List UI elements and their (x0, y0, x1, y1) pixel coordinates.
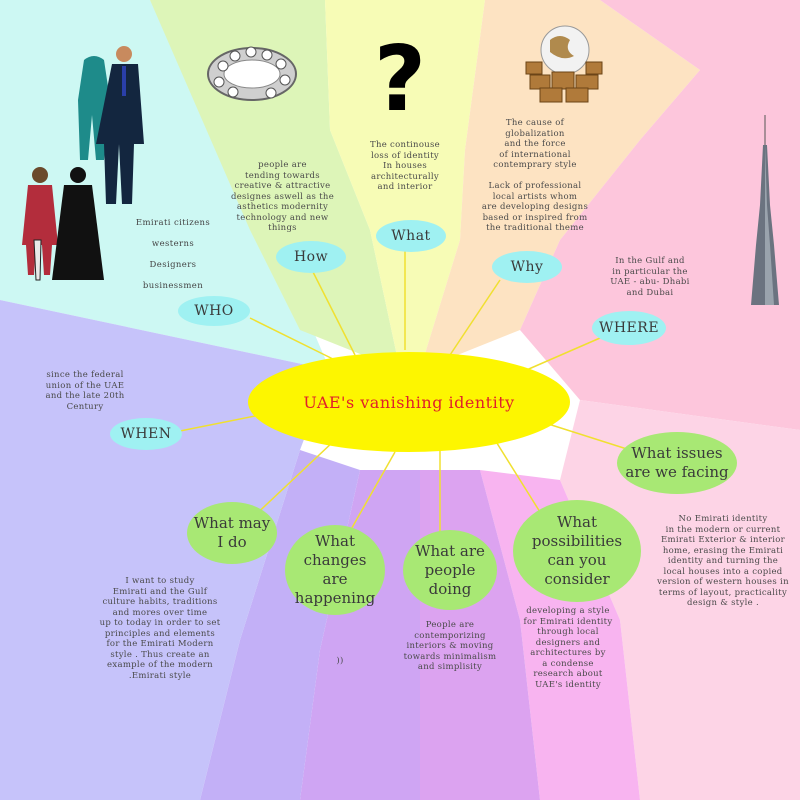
node-when: WHEN (110, 418, 182, 450)
desc-how: people are tending towards creative & at… (230, 160, 335, 233)
desc-changes: )) (336, 656, 344, 666)
question-mark-icon: ? (370, 27, 430, 132)
desc-when: since the federal union of the UAE and t… (45, 370, 125, 412)
node-changes: What changes are happening (285, 525, 385, 615)
globe-boxes-icon (520, 20, 610, 105)
node-issues: What issues are we facing (617, 432, 737, 494)
node-who-label: WHO (194, 303, 234, 319)
node-why-label: Why (510, 259, 544, 275)
node-what-label: What (391, 228, 431, 244)
who-list: Emirati citizens westerns Designers busi… (118, 218, 228, 302)
desc-why: The cause of globalization and the force… (481, 118, 589, 233)
node-people: What are people doing (403, 530, 497, 610)
desc-where: In the Gulf and in particular the UAE - … (610, 256, 690, 298)
node-who: WHO (178, 296, 250, 326)
central-topic: UAE's vanishing identity (248, 352, 570, 452)
node-when-label: WHEN (120, 426, 172, 442)
node-where: WHERE (592, 311, 666, 345)
node-why: Why (492, 251, 562, 283)
node-how-label: How (293, 249, 329, 265)
svg-text:?: ? (374, 30, 426, 115)
desc-may: I want to study Emirati and the Gulf cul… (99, 576, 221, 681)
who-item: Emirati citizens (135, 218, 211, 228)
who-item: westerns (151, 239, 195, 249)
who-item: Designers (149, 260, 197, 270)
bracelet-icon (205, 40, 300, 105)
node-may: What may I do (187, 502, 277, 564)
desc-possibilities: developing a style for Emirati identity … (523, 606, 613, 690)
node-where-label: WHERE (598, 320, 660, 336)
node-changes-label: What changes are happening (294, 532, 376, 607)
node-how: How (276, 241, 346, 273)
node-issues-label: What issues are we facing (625, 444, 729, 481)
desc-what: The continouse loss of identity In house… (369, 140, 441, 192)
who-item: businessmen (142, 281, 204, 291)
desc-issues: No Emirati identity in the modern or cur… (657, 514, 789, 608)
node-possibilities-label: What possibilities can you consider (531, 513, 623, 588)
node-possibilities: What possibilities can you consider (513, 500, 641, 602)
node-what: What (376, 220, 446, 252)
central-topic-label: UAE's vanishing identity (303, 392, 515, 412)
desc-people: People are contemporizing interiors & mo… (403, 620, 497, 672)
node-people-label: What are people doing (415, 541, 485, 598)
people-group-icon (12, 40, 162, 285)
tower-icon (745, 115, 785, 310)
node-may-label: What may I do (193, 514, 271, 551)
